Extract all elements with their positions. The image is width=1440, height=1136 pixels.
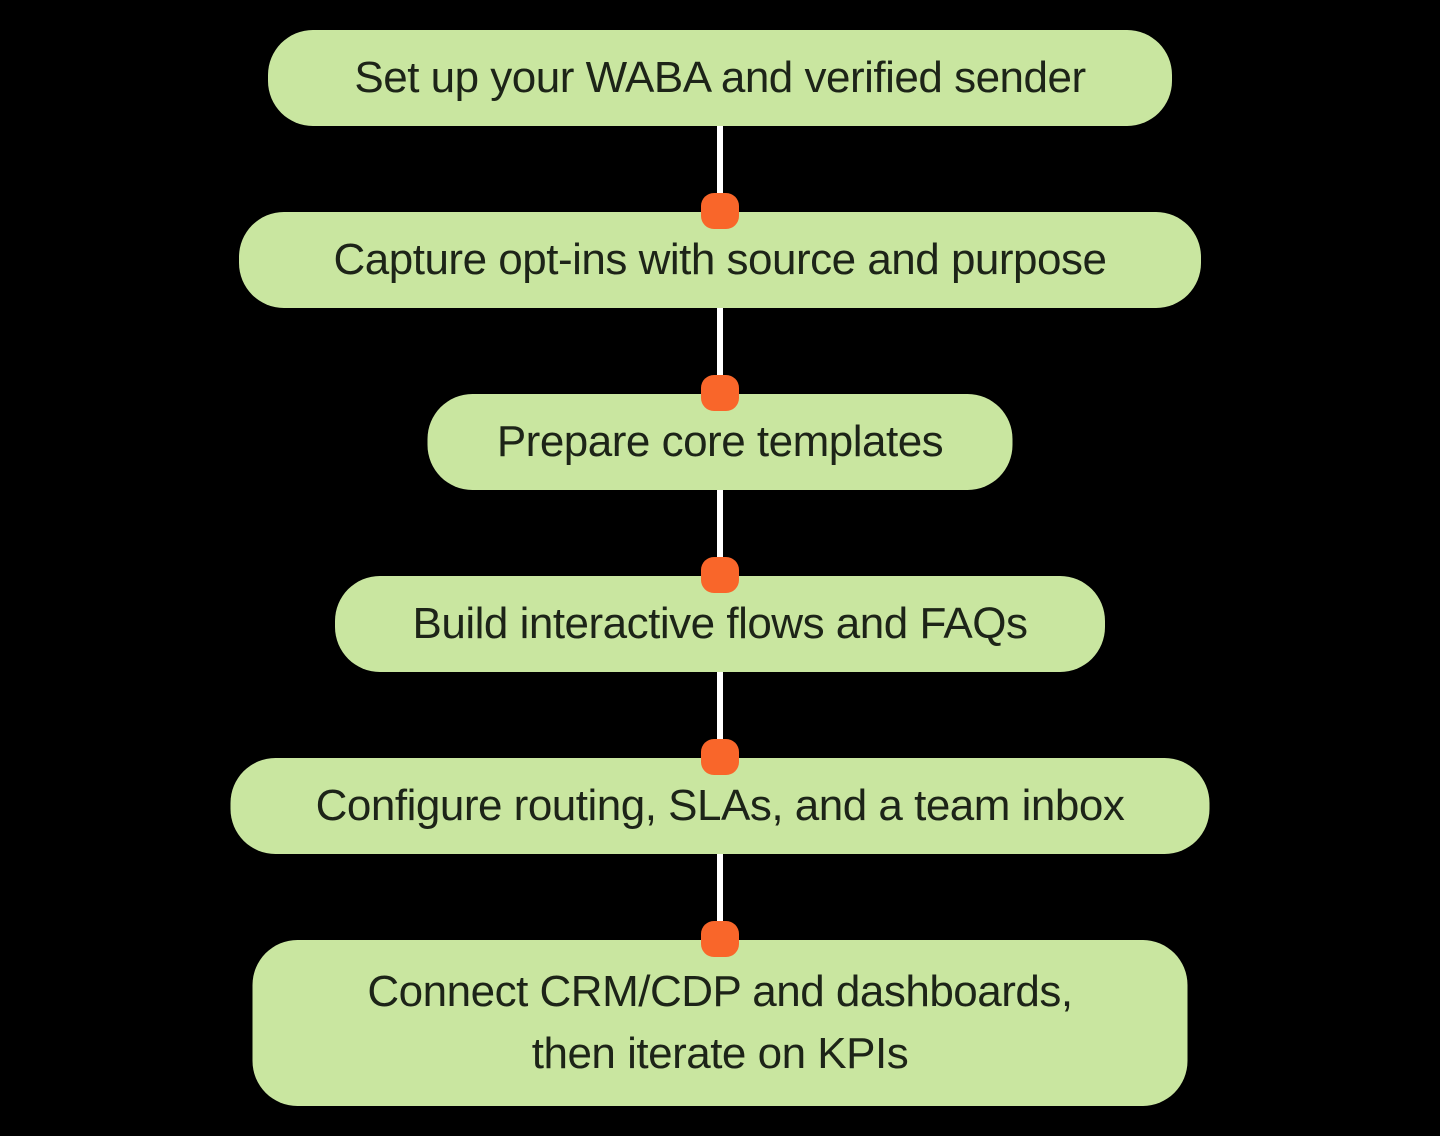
connector-dot-icon — [701, 193, 739, 229]
flow-step-3: Prepare core templates — [427, 394, 1013, 490]
connector-dot-icon — [701, 739, 739, 775]
flow-step-6: Connect CRM/CDP and dashboards, then ite… — [252, 940, 1188, 1106]
connector-line-3 — [717, 490, 723, 576]
flow-step-4-label: Build interactive flows and FAQs — [412, 599, 1028, 649]
connector-line-1 — [717, 126, 723, 212]
connector-dot-icon — [701, 921, 739, 957]
flow-step-2: Capture opt-ins with source and purpose — [239, 212, 1201, 308]
flow-step-4: Build interactive flows and FAQs — [335, 576, 1105, 672]
connector-dot-icon — [701, 375, 739, 411]
flow-step-1: Set up your WABA and verified sender — [268, 30, 1172, 126]
flow-step-1-label: Set up your WABA and verified sender — [354, 53, 1086, 103]
flow-step-5-label: Configure routing, SLAs, and a team inbo… — [315, 781, 1125, 831]
flow-step-6-label: Connect CRM/CDP and dashboards, then ite… — [367, 967, 1073, 1078]
connector-line-2 — [717, 308, 723, 394]
connector-dot-icon — [701, 557, 739, 593]
flow-step-2-label: Capture opt-ins with source and purpose — [333, 235, 1107, 285]
connector-line-5 — [717, 854, 723, 940]
flow-step-3-label: Prepare core templates — [496, 417, 944, 467]
connector-line-4 — [717, 672, 723, 758]
